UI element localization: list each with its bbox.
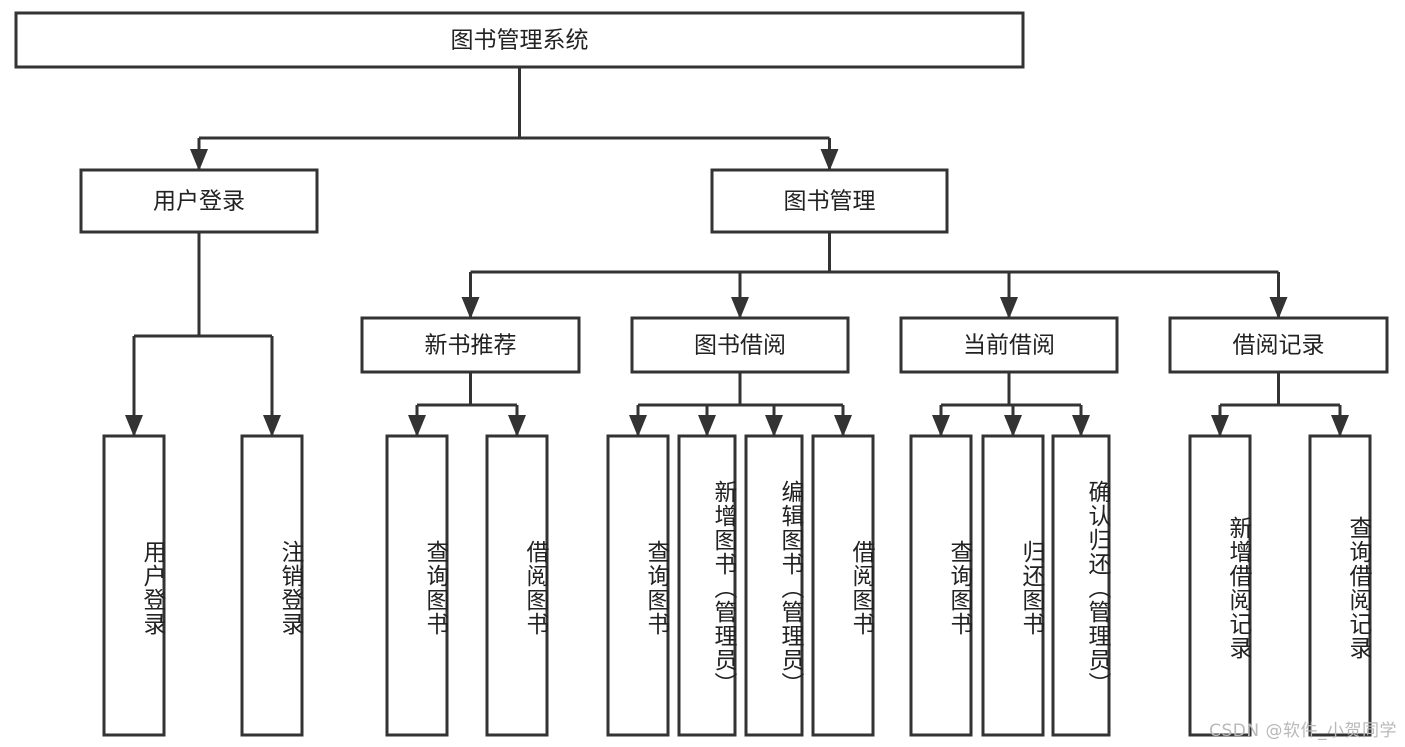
connector-arrowhead: [765, 415, 783, 437]
node-box-leaf-query-book-3[interactable]: [909, 434, 973, 737]
node-box-current-borrow[interactable]: [899, 316, 1119, 374]
node-label-book-borrow: 图书借阅: [694, 333, 786, 359]
node-box-book-manage[interactable]: [710, 168, 949, 234]
node-box-leaf-query-book-1[interactable]: [385, 434, 449, 737]
node-box-root[interactable]: [14, 11, 1025, 69]
node-box-leaf-return-book[interactable]: [981, 434, 1045, 737]
node-label-new-book-rec: 新书推荐: [425, 333, 517, 359]
connector-arrowhead: [1331, 415, 1349, 437]
boxes-layer: [14, 11, 1389, 737]
node-box-leaf-confirm-return[interactable]: [1051, 434, 1111, 737]
connector-arrowhead: [1211, 415, 1229, 437]
node-box-leaf-query-book-2[interactable]: [606, 434, 670, 737]
node-label-root: 图书管理系统: [451, 28, 589, 54]
node-box-user-login[interactable]: [79, 168, 319, 234]
connector-arrowhead: [932, 415, 950, 437]
connector-arrowhead: [834, 415, 852, 437]
connector-arrowhead: [125, 415, 143, 437]
node-label-book-manage: 图书管理: [784, 189, 876, 215]
connector-arrowhead: [408, 415, 426, 437]
node-box-leaf-add-book[interactable]: [677, 434, 737, 737]
connector-arrowhead: [1072, 415, 1090, 437]
node-box-leaf-edit-book[interactable]: [744, 434, 804, 737]
node-box-new-book-rec[interactable]: [360, 316, 581, 374]
connector-arrowhead: [820, 149, 839, 171]
connector-arrowhead: [263, 415, 281, 437]
connector-arrowhead: [190, 149, 208, 171]
node-label-user-login: 用户登录: [153, 189, 245, 215]
connector-arrowhead: [1269, 297, 1288, 319]
node-box-leaf-query-record[interactable]: [1308, 434, 1372, 737]
node-box-leaf-borrow-book-2[interactable]: [811, 434, 875, 737]
node-box-borrow-record[interactable]: [1168, 316, 1389, 374]
connector-arrowhead: [508, 415, 526, 437]
node-box-leaf-borrow-book-1[interactable]: [485, 434, 549, 737]
csdn-watermark: CSDN @软件_小贺同学: [1209, 721, 1397, 741]
node-box-leaf-logout[interactable]: [240, 434, 304, 737]
node-label-current-borrow: 当前借阅: [963, 333, 1055, 359]
connector-arrowhead: [629, 415, 647, 437]
node-box-book-borrow[interactable]: [630, 316, 850, 374]
connector-arrowhead: [461, 297, 480, 319]
connectors-layer: [125, 67, 1349, 437]
connector-arrowhead: [1004, 415, 1022, 437]
node-box-leaf-user-login[interactable]: [102, 434, 166, 737]
node-label-borrow-record: 借阅记录: [1233, 333, 1325, 359]
connector-arrowhead: [698, 415, 716, 437]
connector-arrowhead: [1000, 297, 1018, 319]
connector-arrowhead: [731, 297, 749, 319]
node-box-leaf-add-record[interactable]: [1188, 434, 1252, 737]
